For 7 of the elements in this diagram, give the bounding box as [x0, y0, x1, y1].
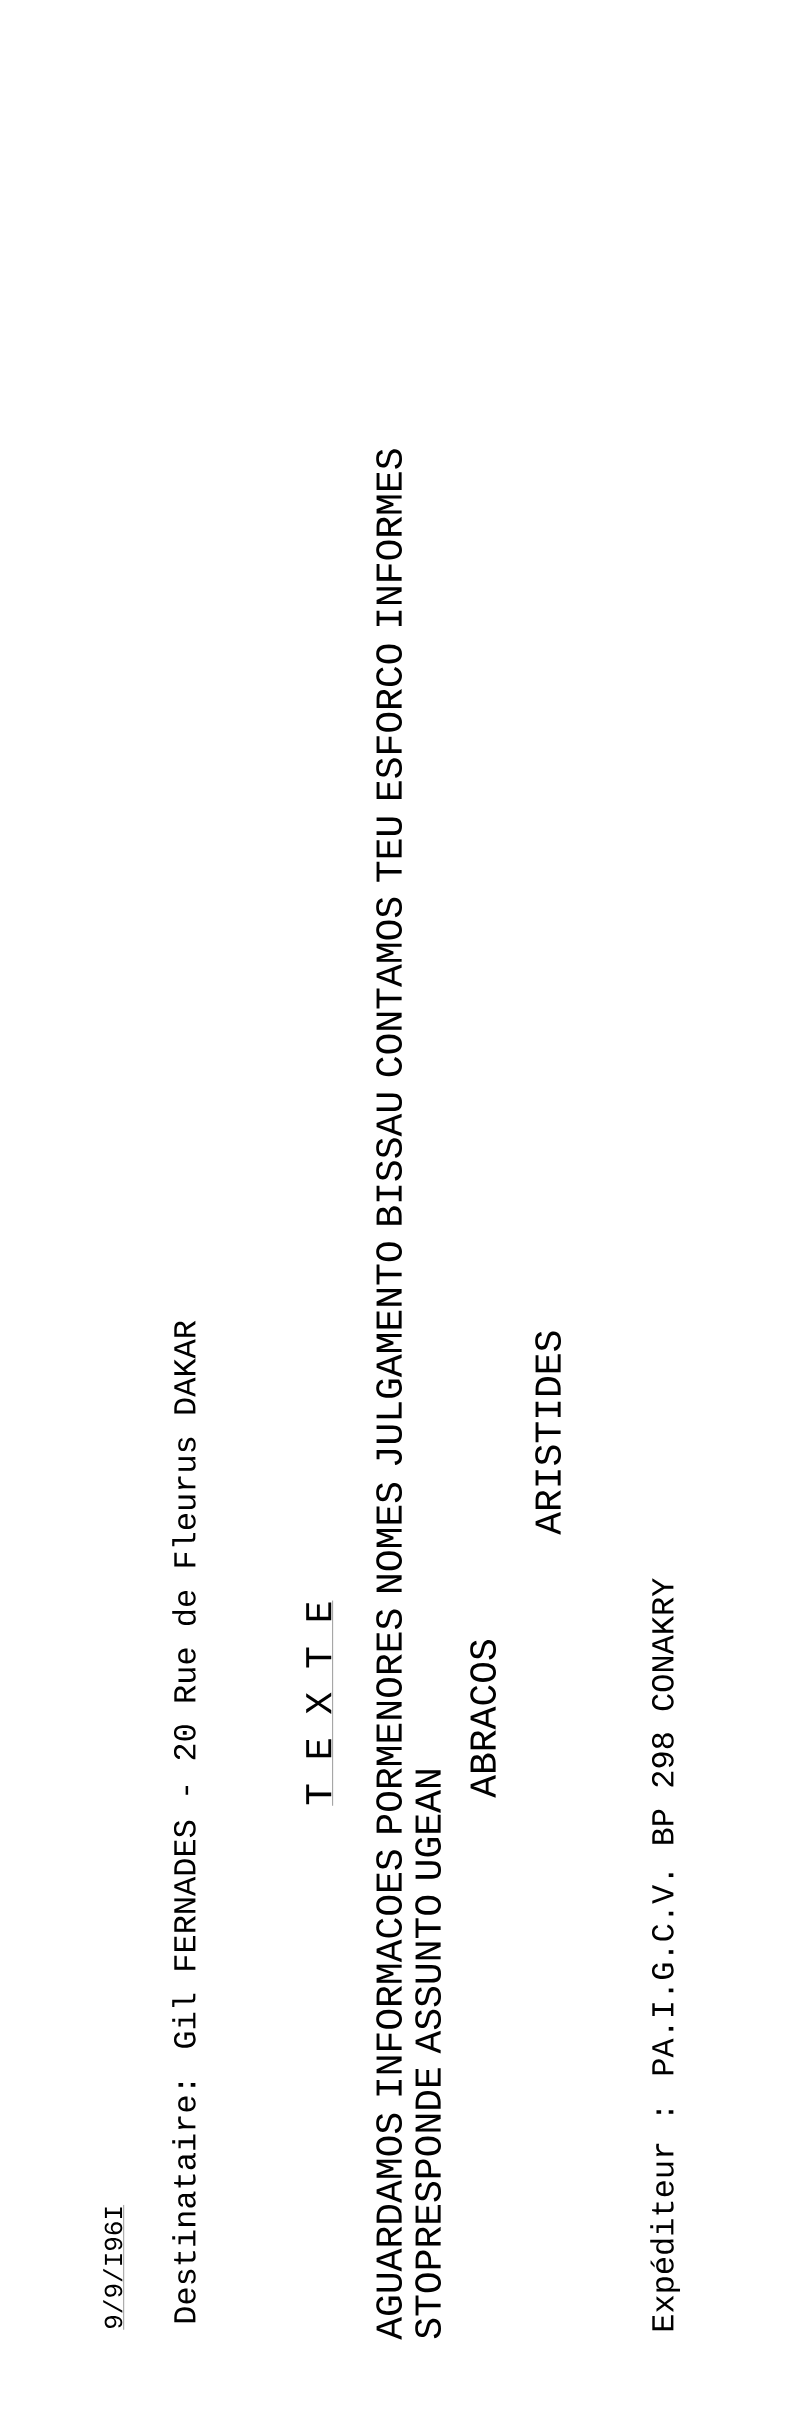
sender-line: Expéditeur : PA.I.G.C.V. BP 298 CONAKRY	[650, 1578, 680, 2331]
signature-text: ARISTIDES	[535, 1331, 561, 1535]
address-line: Destinataire: Gil FERNADES - 20 Rue de Fleurus DAKAR	[172, 1320, 196, 2323]
closing-text: ABRACOS	[470, 1640, 496, 1798]
heading: T E X T E	[306, 1600, 333, 1806]
message-text: AGUARDAMOS INFORMACOES PORMENORES NOMES JULGAMENTO BISSAU CONTAMOS TEU ESFORCO INFORMES STOPRESPONDE ASSUNTO UGEAN	[376, 449, 441, 2340]
date-text: 9/9/I96I	[103, 2204, 124, 2330]
